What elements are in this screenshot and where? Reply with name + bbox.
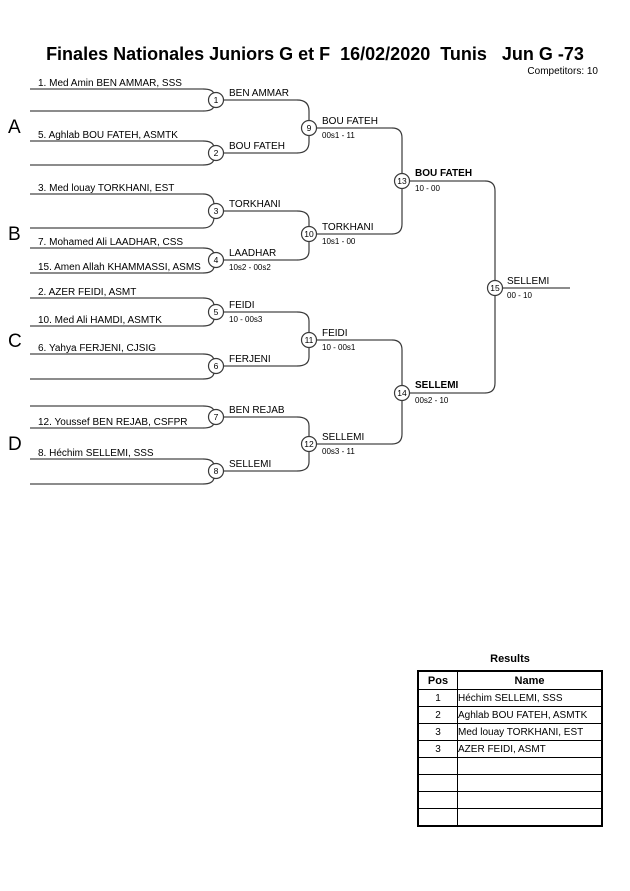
- result-name: AZER FEIDI, ASMT: [457, 740, 603, 758]
- results-col-pos: Pos: [417, 670, 458, 690]
- table-row: 3 Med louay TORKHANI, EST: [417, 723, 603, 741]
- match-circle: [393, 384, 411, 402]
- results-header-row: Pos Name: [417, 670, 603, 690]
- result-name: Med louay TORKHANI, EST: [457, 723, 603, 741]
- tournament-title: Finales Nationales Juniors G et F 16/02/…: [46, 44, 584, 64]
- winner-name: BOU FATEH: [229, 141, 285, 152]
- match-number: 14: [397, 388, 407, 398]
- winner-name: BEN REJAB: [229, 405, 285, 416]
- winner-name: TORKHANI: [322, 222, 374, 233]
- seed-entry: 7. Mohamed Ali LAADHAR, CSS: [38, 237, 184, 248]
- table-row: 1 Héchim SELLEMI, SSS: [417, 689, 603, 707]
- match-number: 12: [304, 439, 314, 449]
- match-circle: [207, 462, 225, 480]
- match-circle: [207, 202, 225, 220]
- match-circle: [207, 251, 225, 269]
- match-score: 00s3 - 11: [322, 447, 355, 456]
- match-number: 15: [490, 283, 500, 293]
- group-label-c: C: [8, 331, 22, 352]
- match-circle: [207, 144, 225, 162]
- results-table: Pos Name 1 Héchim SELLEMI, SSS 2 Aghlab …: [417, 670, 603, 827]
- match-circle: [207, 303, 225, 321]
- winner-name: LAADHAR: [229, 248, 277, 259]
- match-score: 10s1 - 00: [322, 237, 356, 246]
- seed-entry: 6. Yahya FERJENI, CJSIG: [38, 343, 157, 354]
- seed-entry: 5. Aghlab BOU FATEH, ASMTK: [38, 130, 178, 141]
- result-pos: 1: [417, 689, 458, 707]
- match-circle: [300, 119, 318, 137]
- winner-name: TORKHANI: [229, 199, 281, 210]
- match-circle: [300, 331, 318, 349]
- result-pos: 2: [417, 706, 458, 724]
- match-circle: [207, 408, 225, 426]
- result-name: Héchim SELLEMI, SSS: [457, 689, 603, 707]
- match-number: 1: [213, 95, 219, 105]
- bracket-lines: [30, 88, 570, 485]
- winner-name: SELLEMI: [415, 380, 459, 391]
- match-score: 00s2 - 10: [415, 396, 449, 405]
- seed-entry: 1. Med Amin BEN AMMAR, SSS: [38, 78, 182, 89]
- results-title: Results: [490, 653, 530, 665]
- winner-name: SELLEMI: [507, 276, 550, 287]
- competitors-count: Competitors: 10: [527, 66, 598, 77]
- match-score: 10 - 00: [415, 184, 440, 193]
- match-circle: [486, 279, 504, 297]
- match-score: 00s1 - 11: [322, 131, 355, 140]
- table-row: 2 Aghlab BOU FATEH, ASMTK: [417, 706, 603, 724]
- match-circle: [300, 225, 318, 243]
- seed-entry: 15. Amen Allah KHAMMASSI, ASMS: [38, 262, 201, 273]
- match-circle: [300, 435, 318, 453]
- match-number: 11: [304, 335, 314, 345]
- result-pos: 3: [417, 740, 458, 758]
- winner-name: FEIDI: [322, 328, 348, 339]
- match-number: 2: [213, 148, 219, 158]
- winner-name: SELLEMI: [322, 432, 365, 443]
- match-score: 10 - 00s3: [229, 315, 263, 324]
- table-row-empty: [417, 791, 603, 809]
- winner-name: BEN AMMAR: [229, 88, 290, 99]
- match-number: 7: [213, 412, 219, 422]
- table-row-empty: [417, 774, 603, 792]
- results-panel: Results Pos Name 1 Héchim SELLEMI, SSS 2…: [417, 653, 603, 827]
- winner-name: FEIDI: [229, 300, 255, 311]
- match-number: 6: [213, 361, 219, 371]
- match-number: 8: [213, 466, 219, 476]
- match-score: 00 - 10: [507, 291, 532, 300]
- seed-entry: 2. AZER FEIDI, ASMT: [38, 287, 137, 298]
- group-label-d: D: [8, 434, 22, 455]
- winner-name: FERJENI: [229, 354, 271, 365]
- result-name: Aghlab BOU FATEH, ASMTK: [457, 706, 603, 724]
- match-number: 4: [213, 255, 219, 265]
- match-number: 13: [397, 176, 407, 186]
- match-number: 10: [304, 229, 314, 239]
- match-score: 10s2 - 00s2: [229, 263, 271, 272]
- match-number: 5: [213, 307, 219, 317]
- winner-name: BOU FATEH: [415, 168, 473, 179]
- table-row-empty: [417, 808, 603, 827]
- match-number: 3: [213, 206, 219, 216]
- match-circle: [393, 172, 411, 190]
- table-row-empty: [417, 757, 603, 775]
- result-pos: 3: [417, 723, 458, 741]
- seed-entry: 12. Youssef BEN REJAB, CSFPR: [38, 417, 188, 428]
- match-score: 10 - 00s1: [322, 343, 356, 352]
- winner-name: BOU FATEH: [322, 116, 378, 127]
- match-number: 9: [306, 123, 312, 133]
- seed-entry: 3. Med louay TORKHANI, EST: [38, 183, 175, 194]
- group-label-a: A: [8, 117, 21, 138]
- match-circle: [207, 357, 225, 375]
- seed-entry: 10. Med Ali HAMDI, ASMTK: [38, 315, 162, 326]
- match-circle: [207, 91, 225, 109]
- seed-entry: 8. Héchim SELLEMI, SSS: [38, 448, 154, 459]
- group-label-b: B: [8, 224, 21, 245]
- winner-name: SELLEMI: [229, 459, 272, 470]
- results-col-name: Name: [457, 670, 603, 690]
- table-row: 3 AZER FEIDI, ASMT: [417, 740, 603, 758]
